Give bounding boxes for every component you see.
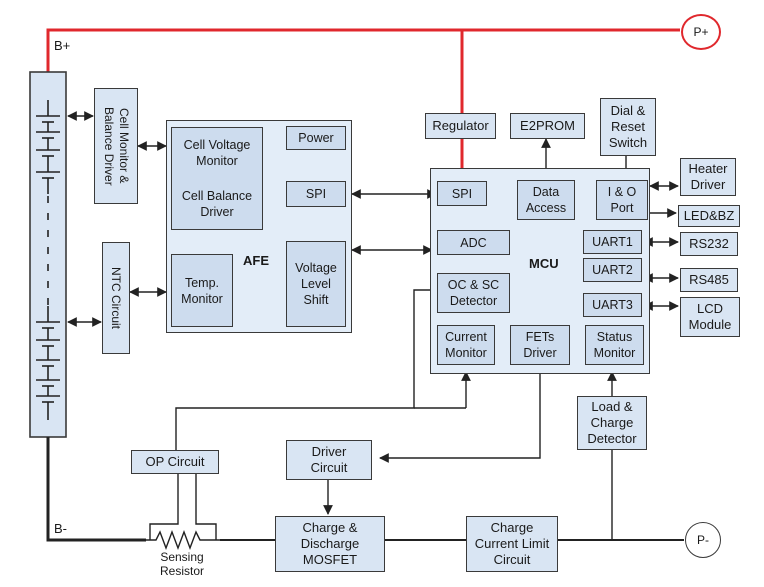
cell-balance-driver-label: Cell Balance Driver <box>181 188 253 219</box>
cell-monitor-label: Cell Monitor & Balance Driver <box>102 106 131 186</box>
charge-discharge-mosfet: Charge & Discharge MOSFET <box>275 516 385 572</box>
mcu-io-port: I & O Port <box>596 180 648 220</box>
signal-wires <box>46 111 684 550</box>
dial-reset-switch: Dial & Reset Switch <box>600 98 656 156</box>
lcd-module: LCD Module <box>680 297 740 337</box>
p-minus-terminal: P- <box>685 522 721 558</box>
battery-cells <box>36 100 60 420</box>
mcu-spi: SPI <box>437 181 487 206</box>
power-bus-positive <box>46 28 680 168</box>
load-charge-detector: Load & Charge Detector <box>577 396 647 450</box>
afe-spi: SPI <box>286 181 346 207</box>
cell-voltage-monitor-label: Cell Voltage Monitor <box>183 138 251 169</box>
afe-cell-voltage-monitor: Cell Voltage Monitor Cell Balance Driver <box>171 127 263 230</box>
mcu-oc-sc-detector: OC & SC Detector <box>437 273 510 313</box>
mcu-uart1: UART1 <box>583 230 642 254</box>
mcu-uart3: UART3 <box>583 293 642 317</box>
mcu-status-monitor: Status Monitor <box>585 325 644 365</box>
b-minus-label: B- <box>54 521 67 536</box>
charge-current-limit-circuit: Charge Current Limit Circuit <box>466 516 558 572</box>
cell-monitor-balance-driver: Cell Monitor & Balance Driver <box>94 88 138 204</box>
mcu-current-monitor: Current Monitor <box>437 325 495 365</box>
mcu-fets-driver: FETs Driver <box>510 325 570 365</box>
afe-label: AFE <box>243 253 269 268</box>
op-circuit: OP Circuit <box>131 450 219 474</box>
rs232: RS232 <box>680 232 738 256</box>
rs485: RS485 <box>680 268 738 292</box>
mcu-adc: ADC <box>437 230 510 255</box>
afe-power: Power <box>286 126 346 150</box>
afe-voltage-level-shift: Voltage Level Shift <box>286 241 346 327</box>
mcu-uart2: UART2 <box>583 258 642 282</box>
afe-temp-monitor: Temp. Monitor <box>171 254 233 327</box>
led-bz: LED&BZ <box>678 205 740 227</box>
ntc-circuit: NTC Circuit <box>102 242 130 354</box>
mcu-data-access: Data Access <box>517 180 575 220</box>
regulator: Regulator <box>425 113 496 139</box>
sensing-resistor-label: Sensing Resistor <box>159 550 204 578</box>
mcu-label: MCU <box>529 256 559 271</box>
b-plus-label: B+ <box>54 38 71 53</box>
p-plus-terminal: P+ <box>681 14 721 50</box>
ntc-label: NTC Circuit <box>109 267 123 329</box>
driver-circuit: Driver Circuit <box>286 440 372 480</box>
heater-driver: Heater Driver <box>680 158 736 196</box>
e2prom: E2PROM <box>510 113 585 139</box>
